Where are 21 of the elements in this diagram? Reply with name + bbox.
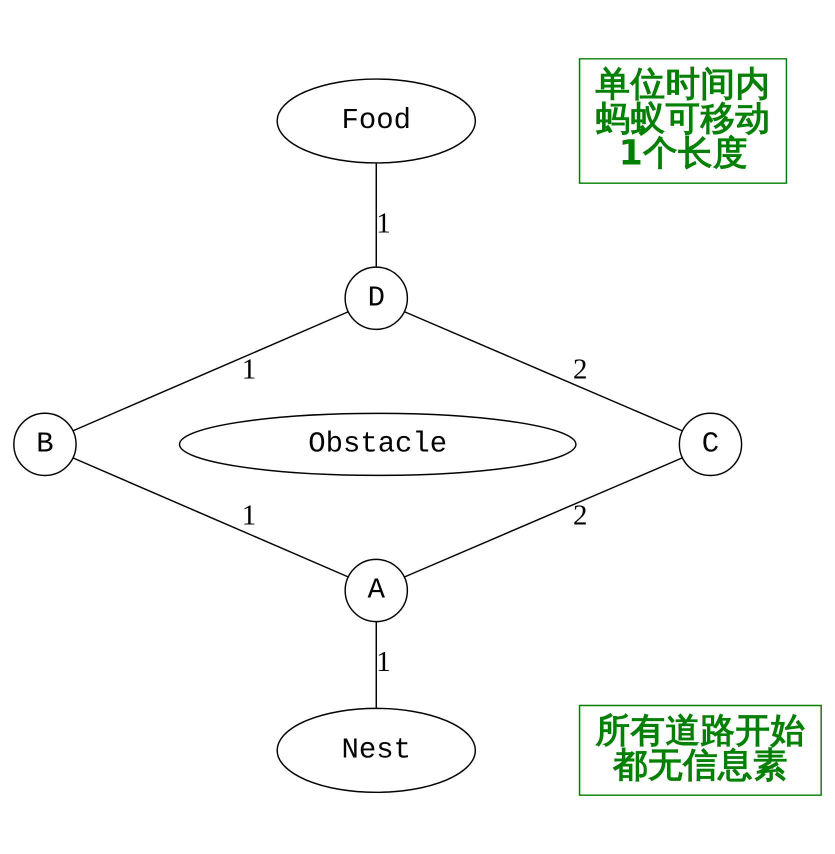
connector <box>404 457 682 578</box>
node-circle: C <box>678 412 742 476</box>
connector <box>72 457 348 578</box>
node-circle: A <box>344 558 408 622</box>
edge-label: 1 <box>376 646 391 678</box>
node-ellipse: Food <box>276 78 476 164</box>
edge-label: 1 <box>242 500 256 532</box>
connector <box>404 311 682 432</box>
edge-label: 2 <box>573 354 588 386</box>
edge-label: 2 <box>573 500 588 532</box>
node-ellipse: Obstacle <box>178 412 577 476</box>
connector <box>376 163 377 268</box>
node-box: 所有道路开始都无信息素 <box>578 704 822 796</box>
connector <box>72 311 348 432</box>
node-circle: D <box>344 266 408 330</box>
node-box: 单位时间内蚂蚁可移动1个长度 <box>578 58 788 184</box>
node-circle: B <box>13 412 77 476</box>
edge-label: 1 <box>376 207 391 240</box>
connector <box>376 622 377 708</box>
edge-label: 1 <box>242 354 256 386</box>
node-ellipse: Nest <box>276 708 476 794</box>
